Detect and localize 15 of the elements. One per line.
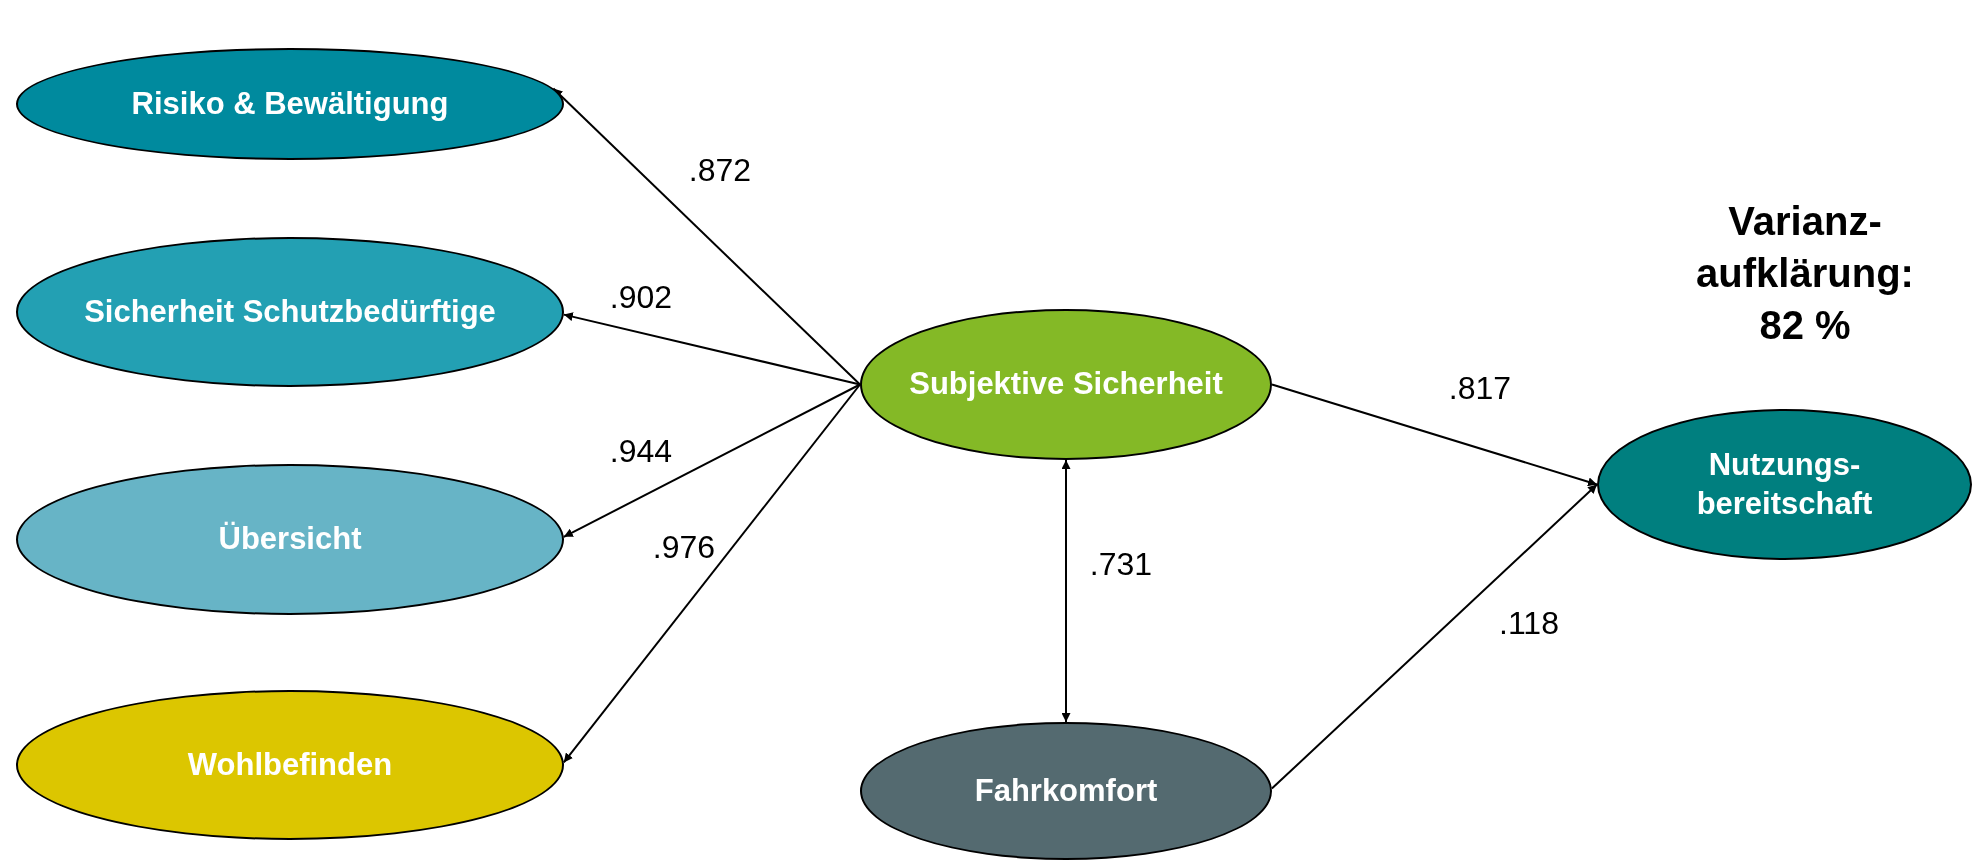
node-label: Übersicht bbox=[218, 520, 362, 559]
arrow bbox=[562, 383, 861, 538]
arrow bbox=[562, 312, 861, 386]
node-label: Sicherheit Schutzbedürftige bbox=[84, 292, 496, 331]
node-label: Wohlbefinden bbox=[187, 745, 393, 784]
node-label: Subjektive Sicherheit bbox=[909, 365, 1223, 404]
arrow bbox=[1271, 383, 1598, 487]
arrow bbox=[1061, 459, 1071, 723]
node-label: Nutzungs- bereitschaft bbox=[1695, 445, 1874, 523]
node-label: Risiko & Bewältigung bbox=[131, 84, 449, 123]
variance-note: Varianz- aufklärung: 82 % bbox=[1695, 198, 1915, 349]
arrow bbox=[562, 383, 861, 764]
arrow bbox=[1270, 483, 1598, 790]
node-label: Fahrkomfort bbox=[974, 771, 1158, 810]
arrow bbox=[552, 87, 861, 386]
